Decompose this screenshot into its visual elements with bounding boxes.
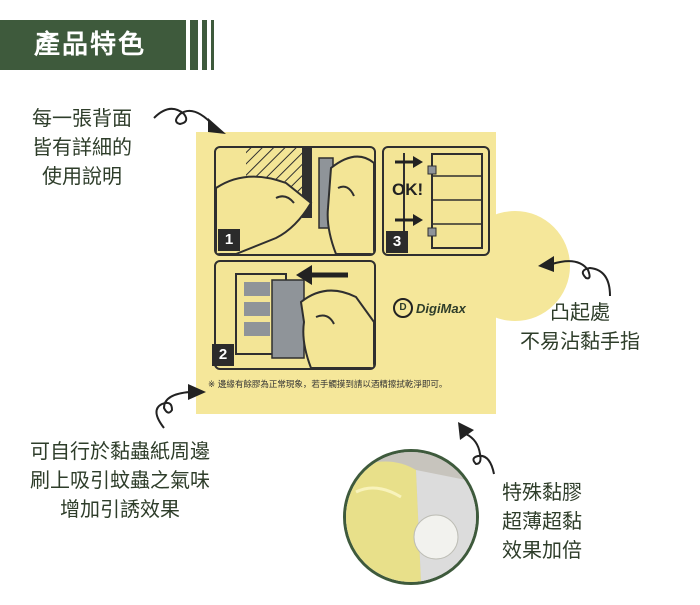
- title-bar-decoration: [211, 20, 214, 70]
- brand-badge: D: [393, 298, 413, 318]
- note-line: 可自行於黏蟲紙周邊: [30, 439, 210, 463]
- note-line: 皆有詳細的: [32, 135, 132, 159]
- note-line: 效果加倍: [502, 538, 582, 562]
- note-line: 增加引誘效果: [60, 497, 180, 521]
- note-brush: 可自行於黏蟲紙周邊 刷上吸引蚊蟲之氣味 增加引誘效果: [30, 437, 210, 524]
- arrow-right-icon: [395, 214, 423, 226]
- title-bar-decoration: [202, 20, 207, 70]
- step-number-1: 1: [218, 229, 240, 251]
- note-line: 不易沾黏手指: [520, 329, 640, 353]
- note-instructions: 每一張背面 皆有詳細的 使用說明: [32, 104, 132, 191]
- peel-film-illustration: [235, 273, 374, 368]
- note-tab: 凸起處 不易沾黏手指: [520, 298, 640, 356]
- ok-label: OK!: [392, 180, 424, 199]
- step-number-3: 3: [386, 231, 408, 253]
- note-line: 特殊黏膠: [502, 480, 582, 504]
- card-warning: ※ 邊緣有餘膠為正常現象，若手觸摸到請以酒精擦拭乾淨即可。: [208, 380, 448, 390]
- note-line: 超薄超黏: [502, 509, 582, 533]
- glue-closeup-photo: [343, 449, 479, 585]
- brand-name: DigiMax: [416, 300, 466, 316]
- step-panel-1: [214, 146, 376, 256]
- note-line: 刷上吸引蚊蟲之氣味: [30, 468, 210, 492]
- arrow-curve-icon: [155, 384, 206, 429]
- arrow-curve-icon: [538, 256, 611, 297]
- glue-closeup-image: [346, 452, 476, 582]
- section-title: 產品特色: [0, 20, 186, 70]
- note-line: 使用說明: [42, 164, 122, 188]
- brand-logo: D DigiMax: [393, 298, 466, 318]
- arrow-curve-icon: [153, 107, 226, 134]
- arrow-curve-icon: [458, 422, 495, 475]
- step-panel-2: [214, 260, 376, 370]
- note-line: 凸起處: [550, 300, 610, 324]
- step-number-2: 2: [212, 344, 234, 366]
- arrow-left-icon: [296, 265, 348, 285]
- note-line: 每一張背面: [32, 106, 132, 130]
- note-glue: 特殊黏膠 超薄超黏 效果加倍: [502, 478, 582, 565]
- hang-trap-illustration: [403, 153, 483, 252]
- title-bar-decoration: [190, 20, 198, 70]
- arrow-right-icon: [395, 156, 423, 168]
